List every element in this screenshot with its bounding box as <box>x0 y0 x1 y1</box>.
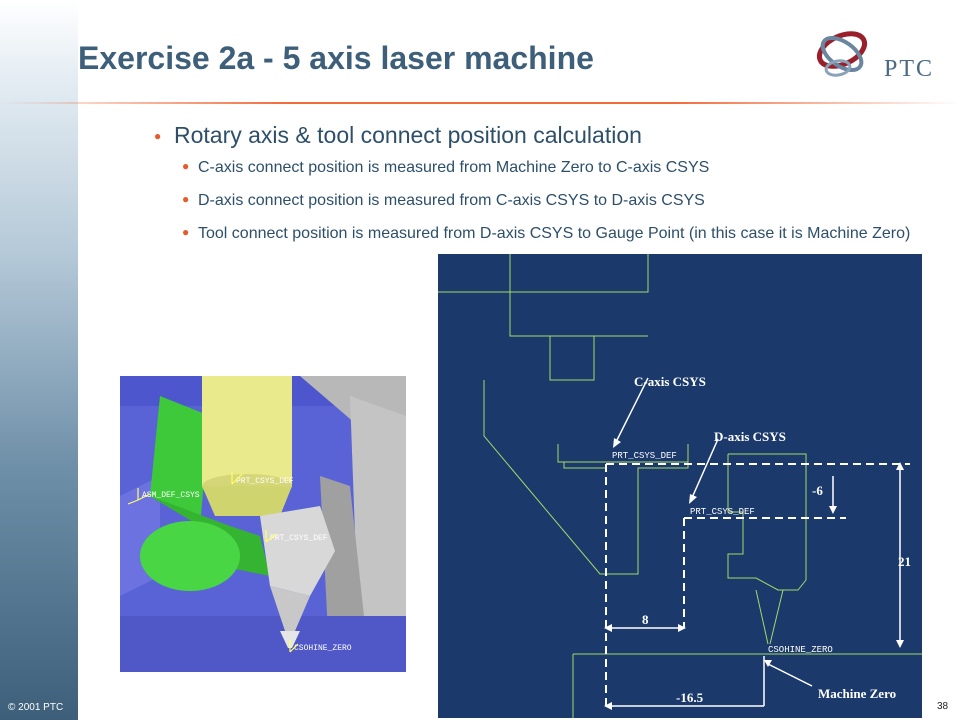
prt-csys-lower-label: PRT_CSYS_DEF <box>270 534 328 543</box>
bullet-sub-text: D-axis connect position is measured from… <box>198 192 705 209</box>
machine-zero-csys-label: CSOHINE_ZERO <box>768 645 833 655</box>
bullet-dot-icon: ● <box>182 159 190 173</box>
ptc-logo: PTC <box>816 31 934 82</box>
bullet-sub: ● Tool connect position is measured from… <box>150 220 938 247</box>
d-axis-csys-label: PRT_CSYS_DEF <box>690 507 755 517</box>
bullet-list: ● Rotary axis & tool connect position ca… <box>150 120 950 253</box>
c-axis-csys-label: PRT_CSYS_DEF <box>612 451 677 461</box>
ptc-logo-text: PTC <box>884 56 934 82</box>
asm-csys-label: ASM_DEF_CSYS <box>142 491 200 500</box>
bullet-dot-icon: ● <box>154 129 162 143</box>
dimension-horiz-short: 8 <box>642 612 649 627</box>
slide-title: Exercise 2a - 5 axis laser machine <box>78 40 594 76</box>
machine-zero-csys-label: CSOHINE_ZERO <box>294 644 352 653</box>
bullet-main: ● Rotary axis & tool connect position ca… <box>150 120 950 150</box>
bullet-dot-icon: ● <box>182 192 190 206</box>
dimension-horiz-long: -16.5 <box>676 690 704 705</box>
page-number: 38 <box>937 701 949 712</box>
dimension-height: 21 <box>898 554 911 569</box>
arrowhead-icons <box>604 438 904 710</box>
dimension-lines <box>605 463 910 706</box>
c-axis-callout: C-axis CSYS <box>634 374 706 389</box>
bullet-dot-icon: ● <box>182 225 190 239</box>
prt-csys-upper-label: PRT_CSYS_DEF <box>236 477 294 486</box>
machine-3d-render: ASM_DEF_CSYS PRT_CSYS_DEF PRT_CSYS_DEF C… <box>120 376 406 672</box>
bullet-sub-text: C-axis connect position is measured from… <box>198 159 710 176</box>
dimension-d-offset: -6 <box>812 483 823 498</box>
bullet-sub: ● D-axis connect position is measured fr… <box>150 187 938 214</box>
sidebar-gradient <box>0 0 78 720</box>
machine-outline <box>438 254 922 718</box>
csys-axis-icon <box>127 472 299 653</box>
title-divider <box>0 102 960 104</box>
d-axis-callout: D-axis CSYS <box>714 429 786 444</box>
ptc-swirl-icon <box>816 31 868 77</box>
machine-zero-callout: Machine Zero <box>818 686 896 701</box>
dimension-arrows <box>608 377 901 707</box>
machine-schematic: PRT_CSYS_DEF PRT_CSYS_DEF CSOHINE_ZERO C… <box>438 254 922 718</box>
bullet-sub: ● C-axis connect position is measured fr… <box>150 154 938 181</box>
copyright: © 2001 PTC <box>8 702 64 713</box>
bullet-sub-text: Tool connect position is measured from D… <box>198 225 911 242</box>
bullet-main-text: Rotary axis & tool connect position calc… <box>174 122 642 148</box>
